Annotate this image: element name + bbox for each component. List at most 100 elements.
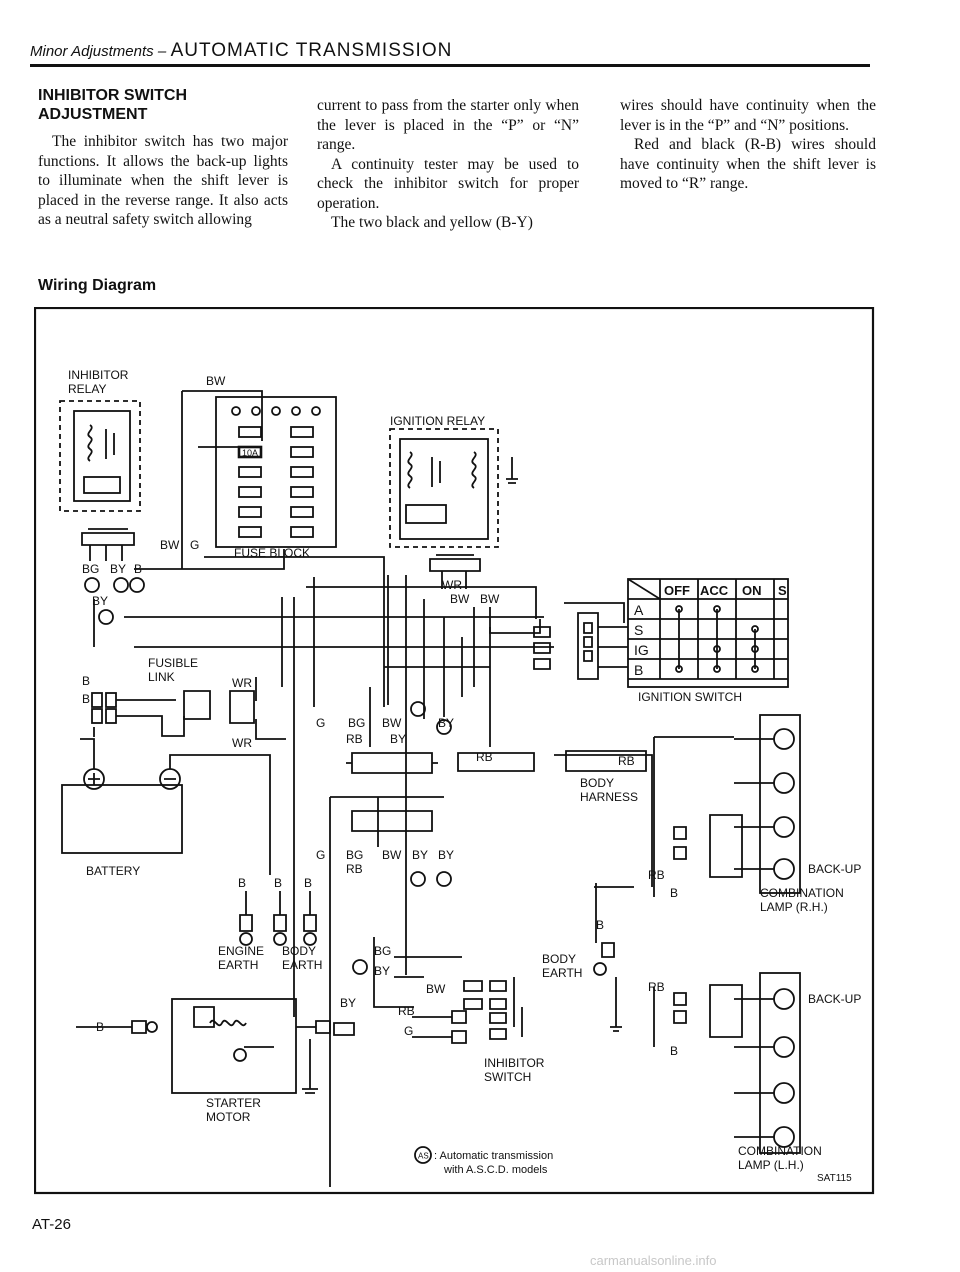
engine-earth-label-1: ENGINE [218,944,264,958]
starter-motor [76,998,355,1094]
ignition-switch-label: IGNITION SWITCH [638,690,742,704]
engine-earth-terminals [239,891,317,946]
text-column-3: wires should have continuity when the le… [620,96,876,194]
ign-col-acc: ACC [700,583,729,598]
wire-b-fl: B [82,674,90,688]
ign-col-off: OFF [664,583,690,598]
combo-rh-label-1: COMBINATION [760,886,844,900]
diagram-labels: INHIBITOR RELAY IGNITION RELAY FUSE BLOC… [68,368,861,1184]
wire-wr-fl-2: WR [232,736,252,750]
engine-earth-label-2: EARTH [218,958,258,972]
inhibitor-switch-label-2: SWITCH [484,1070,531,1084]
watermark: carmanualsonline.info [590,1253,717,1268]
ign-row-b: B [634,662,643,678]
wire-rb-low: RB [346,862,363,876]
starter-motor-label-1: STARTER [206,1096,261,1110]
wiring-diagram-title: Wiring Diagram [38,277,157,294]
body-earth2-label-2: EARTH [542,966,582,980]
wire-wr-ign: WR [442,578,462,592]
backup-rh-label: BACK-UP [808,862,861,876]
text-column-2: current to pass from the starter only wh… [317,96,579,233]
wire-b-earth-3: B [304,876,312,890]
diagram-code: SAT115 [817,1173,852,1184]
wire-bw-ign: BW [450,592,470,606]
section-prefix: Minor Adjustments – [30,43,167,60]
inhibitor-relay-label-2: RELAY [68,382,106,396]
wire-bw-top: BW [206,374,226,388]
wire-by-low-2: BY [438,848,454,862]
body-earth-right [554,754,653,1032]
ign-row-a: A [634,602,644,618]
legend-as-symbol [414,1146,432,1164]
starter-motor-label-2: MOTOR [206,1110,251,1124]
inhibitor-switch-label-1: INHIBITOR [484,1056,545,1070]
body-harness-label-2: HARNESS [580,790,638,804]
article-title: INHIBITOR SWITCH ADJUSTMENT [38,87,188,123]
body-harness-label-1: BODY [580,776,614,790]
wire-by-mid: BY [438,716,454,730]
wire-rb-mid: RB [346,732,363,746]
fuse-block [215,396,337,548]
fusible-link-label-2: LINK [148,670,175,684]
wire-by-starter: BY [340,996,356,1010]
diagram-frame [34,307,875,1195]
wire-bg-mid: BG [348,716,365,730]
wire-b-earth-2: B [274,876,282,890]
ignition-relay [389,428,518,548]
wire-rb-harness: RB [618,754,635,768]
combo-rh-label-2: LAMP (R.H.) [760,900,828,914]
wire-bg-relay: BG [82,562,99,576]
paragraph-2: A continuity tester may be used to check… [317,155,579,212]
combination-lamp-rh [653,714,801,897]
harness-wires [93,390,554,1017]
wire-g-inh: G [404,1024,413,1038]
battery-label: BATTERY [86,864,140,878]
body-earth-label-1: BODY [282,944,316,958]
header-rule [30,64,870,67]
as-symbols-middle [352,701,452,975]
center-connectors [329,750,647,1187]
wire-b-lamp-2: B [670,1044,678,1058]
fuse-10a-label: 10A [242,448,258,458]
wire-by-relay-2: BY [92,594,108,608]
wire-rb-inh: RB [398,1004,415,1018]
wire-bw-relay: BW [160,538,180,552]
wiring-diagram: INHIBITOR RELAY IGNITION RELAY FUSE BLOC… [34,307,875,1195]
ignition-switch-table [627,578,789,688]
combo-lh-label-2: LAMP (L.H.) [738,1158,804,1172]
backup-lh-label: BACK-UP [808,992,861,1006]
body-earth-label-2: EARTH [282,958,322,972]
wire-wr-fl: WR [232,676,252,690]
as-symbols-top [84,577,145,625]
wire-b-earth-1: B [238,876,246,890]
wire-b-fl-2: B [82,692,90,706]
text-column-1: The inhibitor switch has two major funct… [38,132,288,230]
wire-bw-ign-2: BW [480,592,500,606]
body-earth2-label-1: BODY [542,952,576,966]
fuse-block-label: FUSE BLOCK [234,546,310,560]
wire-b-starter: B [96,1020,104,1034]
ign-col-on: ON [742,583,762,598]
wire-b-relay: B [134,562,142,576]
paragraph-1a: The inhibitor switch has two major funct… [38,133,288,228]
wire-by-inh: BY [374,964,390,978]
wire-g-low: G [316,848,325,862]
legend-line-2: with A.S.C.D. models [443,1164,548,1176]
inhibitor-switch [373,937,523,1044]
wire-rb-right: RB [476,750,493,764]
ignition-switch-connector [533,602,628,680]
fusible-link [91,677,286,740]
combination-lamp-lh [653,972,801,1154]
ign-col-s: S [778,583,787,598]
wire-rb-lamp: RB [648,868,665,882]
wire-bg-inh: BG [374,944,391,958]
page-header: Minor Adjustments – AUTOMATIC TRANSMISSI… [30,40,452,62]
wire-g-mid: G [316,716,325,730]
section-title: AUTOMATIC TRANSMISSION [170,40,453,61]
wire-rb-lamp-2: RB [648,980,665,994]
wire-g-relay: G [190,538,199,552]
wire-bg-low: BG [346,848,363,862]
wire-bw-mid: BW [382,716,402,730]
battery [61,727,271,875]
fusible-link-label-1: FUSIBLE [148,656,198,670]
